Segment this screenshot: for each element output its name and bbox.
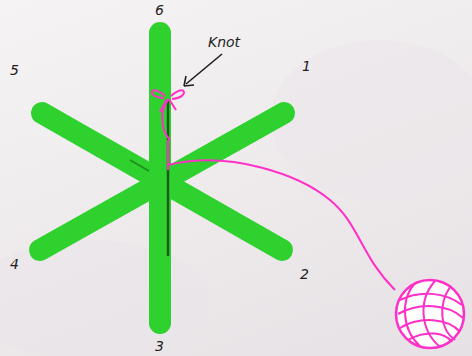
knot-loop bbox=[152, 90, 165, 98]
callout-number: 4 bbox=[10, 256, 19, 272]
callout-label: Knot bbox=[208, 34, 240, 50]
yarn-ball bbox=[396, 280, 464, 348]
popsicle-stick bbox=[149, 33, 171, 323]
callout-number: 2 bbox=[300, 266, 309, 282]
callout-number: 3 bbox=[155, 338, 164, 354]
yarn-strand bbox=[167, 100, 170, 256]
background-shade bbox=[0, 240, 210, 356]
stick-shadow bbox=[130, 160, 149, 171]
knot-tail bbox=[160, 99, 176, 112]
background-shade bbox=[270, 40, 472, 200]
callout-number: 5 bbox=[10, 62, 19, 78]
callout-number: 1 bbox=[302, 58, 311, 74]
knot-loop bbox=[171, 90, 184, 99]
callout-number: 6 bbox=[155, 2, 164, 18]
yarn-strand bbox=[168, 160, 395, 290]
leader-arrow bbox=[184, 54, 222, 86]
